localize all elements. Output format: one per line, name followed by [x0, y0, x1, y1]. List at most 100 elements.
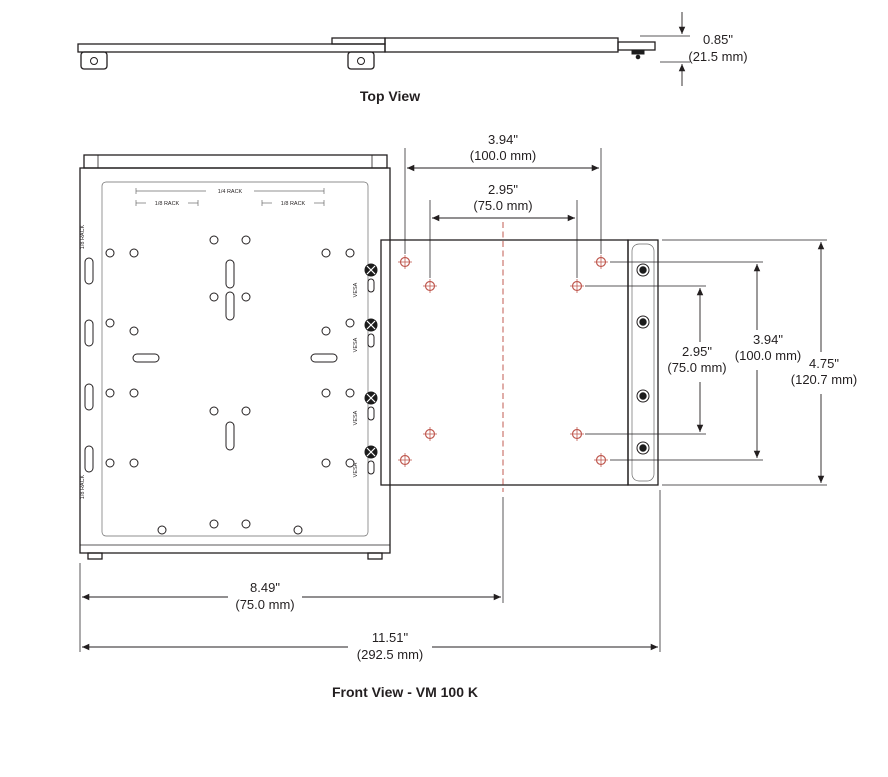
screw	[639, 266, 647, 274]
dimension-center-offset: 8.49" (75.0 mm)	[79, 497, 504, 652]
hole	[345, 318, 355, 328]
top-view-caption: Top View	[360, 88, 420, 104]
dimension-vesa-75-vertical: 2.95" (75.0 mm)	[585, 285, 727, 435]
vesa-plate-body	[380, 239, 629, 486]
dim-vesa-v100-in: 3.94"	[753, 332, 783, 347]
hole	[129, 458, 139, 468]
hole	[293, 525, 303, 535]
top-view-left-bar	[77, 43, 386, 53]
hole	[105, 458, 115, 468]
hole	[241, 519, 251, 529]
top-view-drawing: 0.85" (21.5 mm) Top View	[77, 12, 748, 104]
hole	[345, 248, 355, 258]
screw	[639, 392, 647, 400]
vesa-side-strip	[627, 239, 659, 486]
rack-alignment-labels: 1/4 RACK 1/8 RACK 1/8 RACK 1/8 RACK 1/8 …	[80, 188, 359, 499]
fastener	[364, 445, 378, 475]
hole	[209, 292, 219, 302]
label-eighth-rack-vertical: 1/8 RACK	[80, 474, 86, 499]
top-view-clip-dot	[635, 54, 641, 60]
hole	[321, 388, 331, 398]
hole	[345, 458, 355, 468]
plate-body	[79, 167, 391, 554]
dim-depth-mm: (21.5 mm)	[688, 49, 747, 64]
dim-vesa-v75-in: 2.95"	[682, 344, 712, 359]
strip-screws	[636, 263, 650, 455]
hole	[157, 525, 167, 535]
screw-ring	[636, 441, 650, 455]
hole	[241, 406, 251, 416]
dimension-bracket-height: 4.75" (120.7 mm)	[662, 239, 857, 486]
dim-vesa-h75-in: 2.95"	[488, 182, 518, 197]
vesa-plate	[380, 222, 659, 492]
vesa-holes-100mm	[398, 255, 608, 467]
dimension-vesa-75-horizontal: 2.95" (75.0 mm)	[429, 182, 578, 278]
top-view-tab-mid	[347, 51, 375, 70]
slot	[84, 257, 94, 285]
plate-slots	[84, 257, 338, 473]
hole	[241, 235, 251, 245]
slot	[84, 319, 94, 347]
screw-ring	[636, 315, 650, 329]
vesa-strip-inner-outline	[631, 243, 655, 482]
slot-horizontal	[310, 353, 338, 363]
dim-vesa-h75-mm: (75.0 mm)	[473, 198, 532, 213]
screw-ring	[636, 263, 650, 277]
dim-vesa-v75-mm: (75.0 mm)	[667, 360, 726, 375]
screw-ring	[636, 389, 650, 403]
plate-edge-fasteners	[364, 263, 378, 475]
fastener	[364, 263, 378, 293]
dim-height-in: 4.75"	[809, 356, 839, 371]
dimension-vesa-100-vertical: 3.94" (100.0 mm)	[610, 261, 801, 461]
slot	[225, 259, 235, 289]
hole	[129, 388, 139, 398]
vesa-holes-75mm	[423, 279, 584, 441]
plate-top-flange	[83, 154, 388, 169]
screw	[639, 318, 647, 326]
hole	[321, 326, 331, 336]
dim-depth-in: 0.85"	[703, 32, 733, 47]
screw	[639, 444, 647, 452]
label-eighth-rack: 1/8 RACK	[281, 201, 306, 207]
slot-horizontal	[132, 353, 160, 363]
slot	[225, 291, 235, 321]
front-view-drawing: 1/4 RACK 1/8 RACK 1/8 RACK 1/8 RACK 1/8 …	[79, 132, 857, 700]
hole	[209, 406, 219, 416]
fastener	[364, 391, 378, 421]
top-view-step	[331, 37, 386, 45]
top-view-tab-hole	[357, 57, 365, 65]
dim-width-in: 11.51"	[372, 630, 409, 645]
top-view-right-bar	[384, 37, 619, 53]
hole	[321, 248, 331, 258]
hole	[105, 318, 115, 328]
dim-offset-mm: (75.0 mm)	[235, 597, 294, 612]
dim-vesa-h100-in: 3.94"	[488, 132, 518, 147]
dimension-vesa-100-horizontal: 3.94" (100.0 mm)	[404, 132, 602, 254]
hole	[345, 388, 355, 398]
top-view-tab-hole	[90, 57, 98, 65]
plate-mounting-holes	[105, 235, 355, 535]
hole	[105, 248, 115, 258]
label-vesa-vertical: VESA	[353, 410, 359, 425]
dim-height-mm: (120.7 mm)	[791, 372, 857, 387]
top-view-depth-dimension: 0.85" (21.5 mm)	[640, 12, 748, 86]
front-view-caption: Front View - VM 100 K	[332, 684, 478, 700]
hole	[105, 388, 115, 398]
top-view-end-piece	[617, 41, 656, 51]
plate-foot-left	[87, 552, 103, 560]
plate-foot-right	[367, 552, 383, 560]
slot	[84, 445, 94, 473]
top-view-clip	[631, 49, 645, 55]
slot	[84, 383, 94, 411]
hole	[209, 519, 219, 529]
label-vesa-vertical: VESA	[353, 282, 359, 297]
label-eighth-rack: 1/8 RACK	[155, 201, 180, 207]
plate-inner-outline	[101, 181, 369, 537]
hole	[129, 326, 139, 336]
hole	[241, 292, 251, 302]
dim-vesa-h100-mm: (100.0 mm)	[470, 148, 536, 163]
dim-width-mm: (292.5 mm)	[357, 647, 423, 662]
dim-offset-in: 8.49"	[250, 580, 280, 595]
